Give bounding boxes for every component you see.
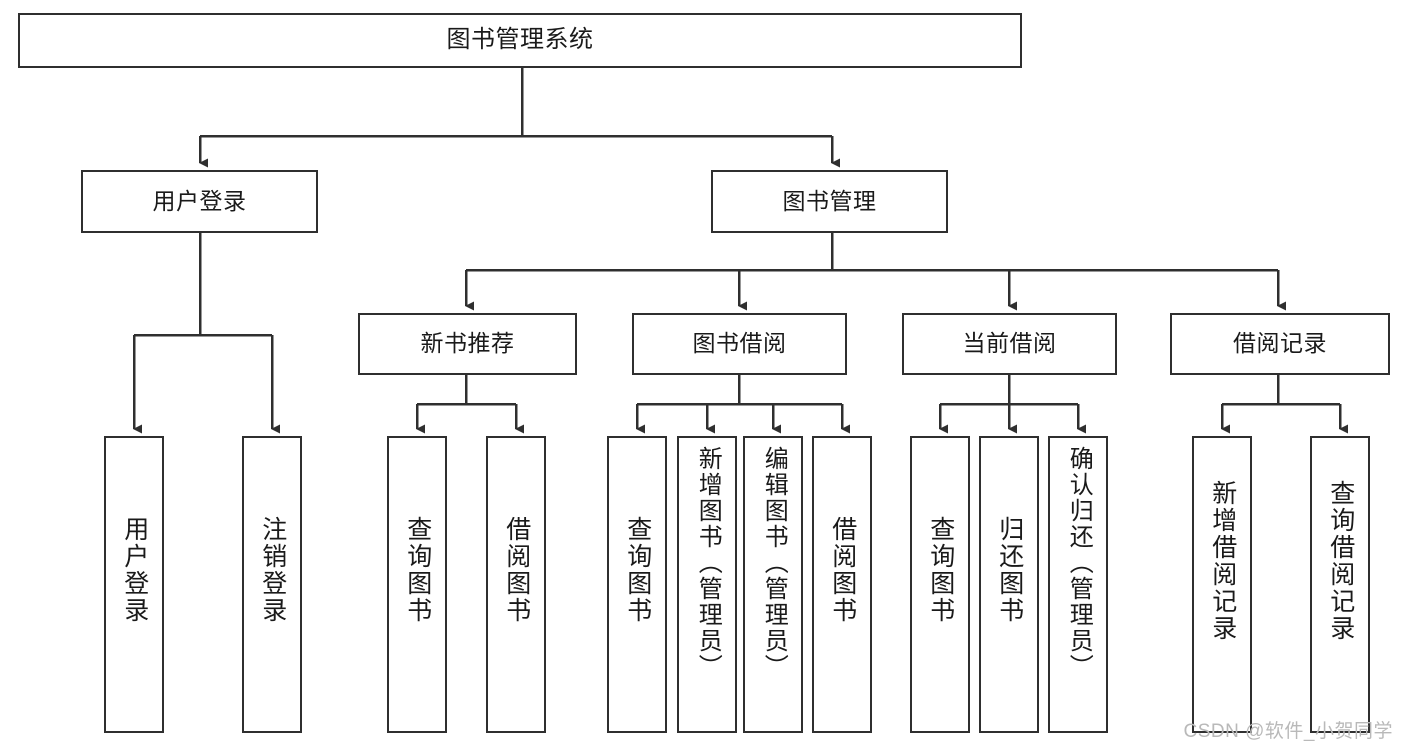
leaf-add-borrow-record[interactable]: 新增借阅记录 <box>1192 436 1252 733</box>
node-label: 查询图书 <box>623 516 652 624</box>
node-new-book-recommend[interactable]: 新书推荐 <box>358 313 577 375</box>
node-label: 用户登录 <box>120 516 149 624</box>
node-book-borrow[interactable]: 图书借阅 <box>632 313 847 375</box>
leaf-user-login[interactable]: 用户登录 <box>104 436 164 733</box>
node-label: 确认归还（管理员） <box>1065 446 1093 680</box>
node-label: 借阅图书 <box>502 516 531 624</box>
leaf-query-book-current[interactable]: 查询图书 <box>910 436 970 733</box>
leaf-borrow-book-borrow[interactable]: 借阅图书 <box>812 436 872 733</box>
node-current-borrow[interactable]: 当前借阅 <box>902 313 1117 375</box>
node-label: 新增借阅记录 <box>1208 480 1237 642</box>
node-label: 新增图书（管理员） <box>694 446 722 680</box>
leaf-return-book[interactable]: 归还图书 <box>979 436 1039 733</box>
leaf-confirm-return-admin[interactable]: 确认归还（管理员） <box>1048 436 1108 733</box>
node-borrow-record[interactable]: 借阅记录 <box>1170 313 1390 375</box>
node-label: 当前借阅 <box>962 330 1057 357</box>
node-label: 注销登录 <box>258 516 287 624</box>
leaf-query-book-borrow[interactable]: 查询图书 <box>607 436 667 733</box>
leaf-query-borrow-record[interactable]: 查询借阅记录 <box>1310 436 1370 733</box>
node-label: 借阅图书 <box>828 516 857 624</box>
node-root-book-management-system[interactable]: 图书管理系统 <box>18 13 1022 68</box>
node-label: 用户登录 <box>152 187 247 214</box>
node-label: 图书管理系统 <box>446 26 594 54</box>
leaf-logout-login[interactable]: 注销登录 <box>242 436 302 733</box>
leaf-edit-book-admin[interactable]: 编辑图书（管理员） <box>743 436 803 733</box>
node-label: 编辑图书（管理员） <box>760 446 788 680</box>
leaf-add-book-admin[interactable]: 新增图书（管理员） <box>677 436 737 733</box>
node-label: 查询图书 <box>403 516 432 624</box>
csdn-watermark: CSDN @软件_小贺同学 <box>1183 721 1393 742</box>
node-book-manage[interactable]: 图书管理 <box>711 170 948 233</box>
node-label: 查询图书 <box>926 516 955 624</box>
node-label: 归还图书 <box>995 516 1024 624</box>
node-label: 借阅记录 <box>1233 330 1327 357</box>
leaf-borrow-book-recommend[interactable]: 借阅图书 <box>486 436 546 733</box>
leaf-query-book-recommend[interactable]: 查询图书 <box>387 436 447 733</box>
node-label: 图书管理 <box>782 187 877 214</box>
node-label: 图书借阅 <box>692 330 787 357</box>
node-label: 新书推荐 <box>420 330 515 357</box>
node-user-login[interactable]: 用户登录 <box>81 170 318 233</box>
node-label: 查询借阅记录 <box>1326 480 1355 642</box>
